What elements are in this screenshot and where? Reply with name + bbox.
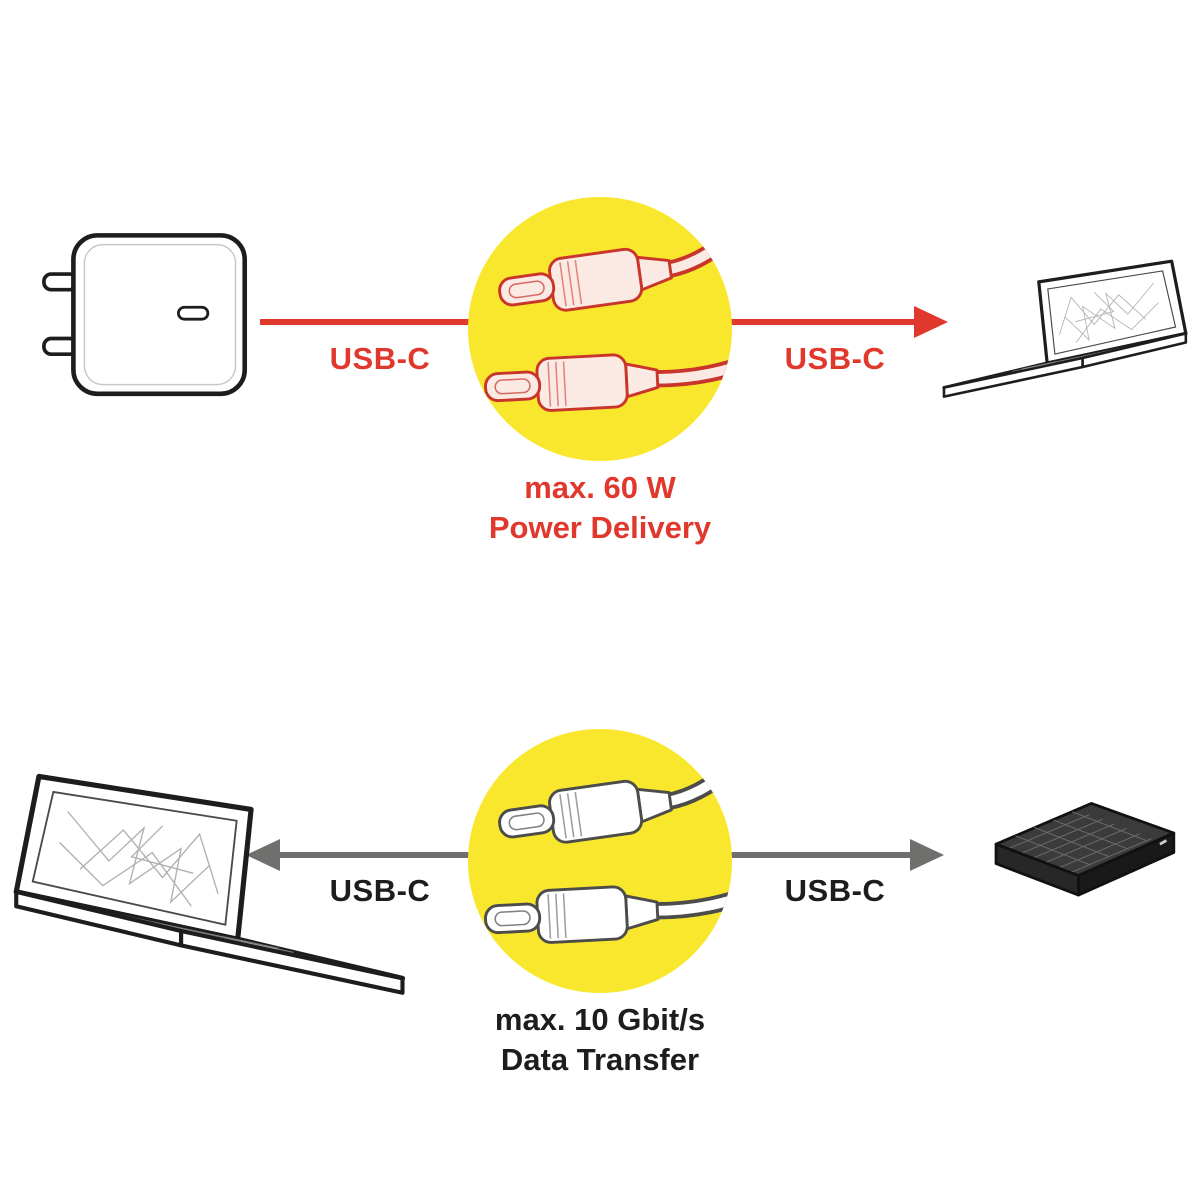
usb-c-label-left: USB-C	[329, 341, 431, 376]
usb-c-label-left: USB-C	[329, 873, 431, 908]
usb-c-label-right: USB-C	[784, 873, 886, 908]
caption-line-1: max. 10 Gbit/s	[494, 1002, 706, 1037]
usb-c-cable-connectors-icon	[484, 753, 732, 946]
usb-c-label-right: USB-C	[784, 341, 886, 376]
cable-highlight-bubble	[468, 197, 732, 461]
caption-line-2: Data Transfer	[500, 1042, 700, 1077]
cable-highlight-bubble	[468, 729, 732, 993]
arrow-right-icon	[914, 306, 948, 338]
caption-line-1: max. 60 W	[524, 470, 676, 505]
laptop-icon	[933, 252, 1191, 427]
arrow-right-icon	[910, 839, 944, 871]
external-hard-drive-icon	[982, 796, 1186, 926]
arrow-left-icon	[246, 839, 280, 871]
power-caption: max. 60 W Power Delivery	[250, 468, 950, 548]
usb-c-cable-connectors-icon	[484, 221, 732, 414]
usb-c-power-adapter-icon	[42, 228, 254, 408]
caption-line-2: Power Delivery	[488, 510, 712, 545]
data-caption: max. 10 Gbit/s Data Transfer	[250, 1000, 950, 1080]
